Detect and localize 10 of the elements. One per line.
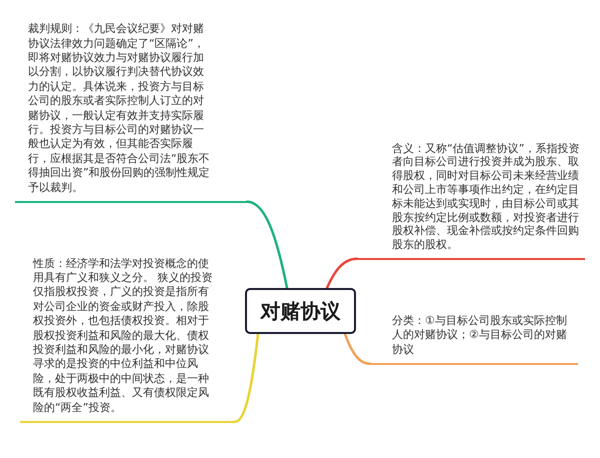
central-topic-box [245,288,356,334]
topic-text: 分类：①与目标公司股东或实际控制人的对赌协议；②与目标公司的对赌协议 [392,314,568,357]
branch-line [326,258,358,290]
branch-line [234,332,260,423]
topic-text: 含义：又称“估值调整协议”，系指投资者向目标公司进行投资并成为股东、取得股权，同时对目标公司未来经营业绩和公司上市等事项作出约定，在约定目标未能达到或实现时，由目标公司或其股东按约定比例或数额，对投资者进行股权补偿、现金补偿或按约定条件回购股东的股权。 [392,142,580,252]
topic-text: 裁判规则：《九民会议纪要》对对赌协议法律效力问题确定了“区隔论”，即将对赌协议效力与对赌协议履行加以分割，以协议履行判决替代协议效力的认定。具体说来，投资方与目标公司的股东或者实际控制人订立的对赌协议，一般认定有效并支持实际履行。投资方与目标公司的对赌协议一般也认定为有效，但其能否实际履行，应根据其是否符合公司法“股东不得抽回出资”和股份回购的强制性规定予以裁判。 [28,22,211,195]
branch-line [246,200,288,290]
topic-text: 性质：经济学和法学对投资概念的使用具有广义和狭义之分。 狭义的投资仅指股权投资，广义的投资是指所有对公司企业的资金或财产投入，除股权投资外，也包括债权投资。相对于股权投资利益和风险的最大化、债权投资利益和风险的最小化，对赌协议寻求的是投资的中位利益和中位风险，处于两极中的中间状态，是一种既有股权收益利益、又有债权限定风险的“两全”投资。 [33,256,214,415]
branch-line [344,332,372,365]
central-topic-text: 对赌协议 [260,299,340,323]
